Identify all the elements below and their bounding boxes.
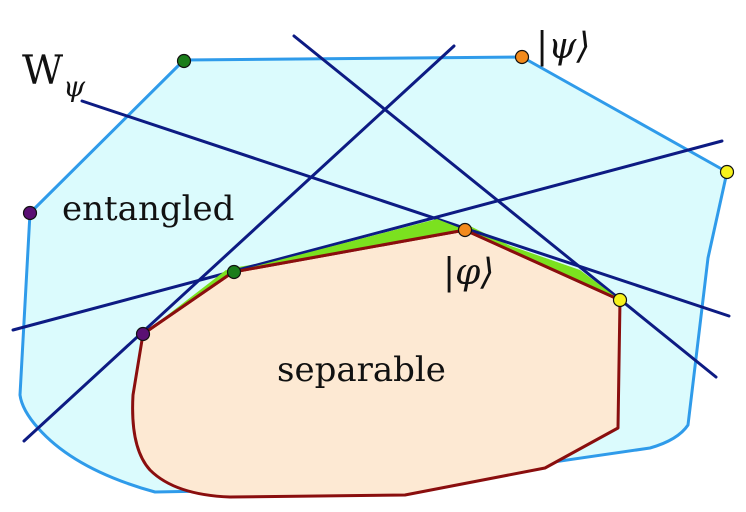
witness-lines bbox=[11, 34, 731, 443]
witness-line-1 bbox=[80, 99, 731, 318]
separable-edge-overlay bbox=[142, 228, 621, 336]
witness-letter: W bbox=[22, 48, 63, 94]
point-outer-yellow bbox=[719, 164, 735, 180]
separable-label: separable bbox=[277, 350, 446, 390]
witness-line-4 bbox=[11, 139, 724, 332]
witness-line-3 bbox=[22, 44, 456, 443]
witness-line-2 bbox=[292, 34, 718, 379]
point-outer-green bbox=[176, 53, 192, 69]
point-inner-orange bbox=[457, 222, 473, 238]
entangled-label: entangled bbox=[62, 189, 234, 229]
separable-set bbox=[131, 228, 622, 499]
point-inner-green bbox=[226, 264, 242, 280]
witness-label: Wψ bbox=[22, 48, 86, 103]
phi-ket-label: |φ⟩ bbox=[443, 252, 494, 293]
point-outer-purple bbox=[22, 205, 38, 221]
point-inner-yellow bbox=[612, 292, 628, 308]
witness-subscript: ψ bbox=[63, 70, 86, 103]
point-inner-purple bbox=[135, 326, 151, 342]
psi-ket-label: |ψ⟩ bbox=[536, 26, 590, 67]
point-outer-orange bbox=[514, 49, 530, 65]
gap-sliver-top bbox=[233, 219, 465, 272]
